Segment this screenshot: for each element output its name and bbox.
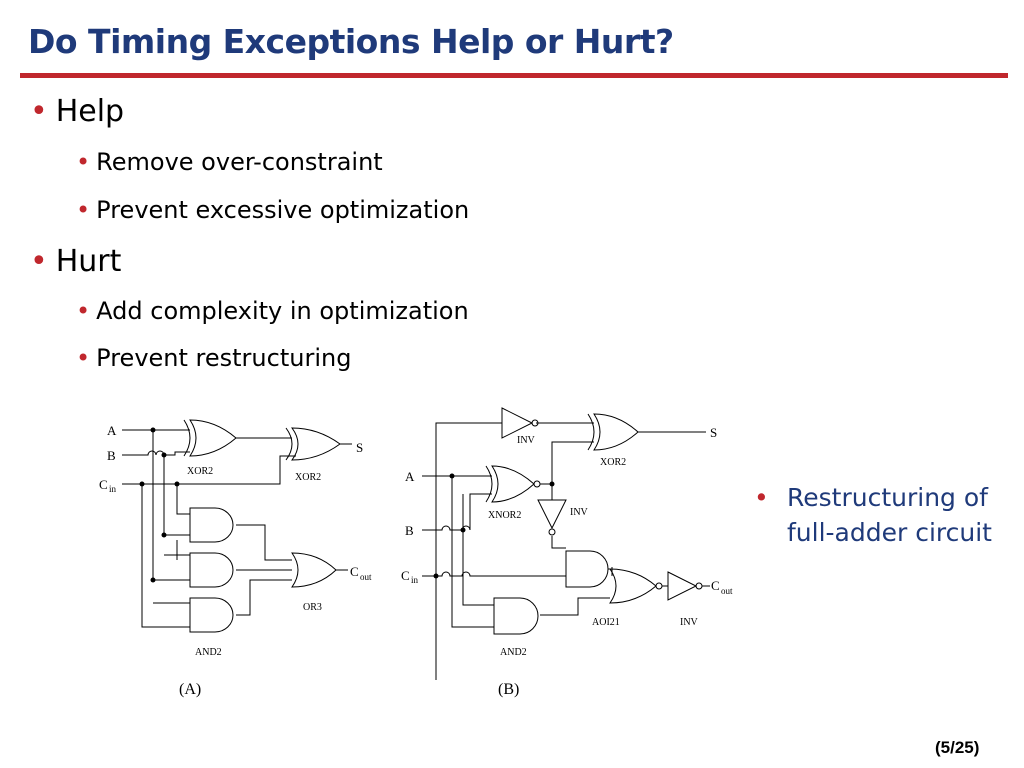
junction-dot [433,573,439,579]
xnor-gate [491,465,535,503]
xnor-bubble [533,480,541,488]
and-gate [565,550,609,588]
xor-gate [291,427,341,461]
junction-dot [449,473,455,479]
sub-bullet: •Prevent restructuring [76,344,351,372]
and-gate [189,552,234,588]
xor-gate-arc [183,419,191,457]
output-label-s: S [710,425,717,440]
bullet-dot: • [76,344,91,372]
input-label-c: C [401,568,410,583]
input-label-b: B [405,523,414,538]
wire [540,441,594,485]
sub-bullet: •Remove over-constraint [76,148,383,176]
bullet-hurt: •Hurt [30,244,121,279]
title-rule [20,73,1008,78]
output-label-s: S [356,440,363,455]
input-label-a: A [405,469,415,484]
diagram-a [122,419,352,633]
gate-label: INV [680,617,699,628]
caption-b: (B) [498,681,519,698]
junction-dot [161,452,167,458]
side-note-text: Restructuring of full-adder circuit [787,483,992,547]
bullet-help: •Help [30,94,124,129]
sub-bullet: •Prevent excessive optimization [76,196,469,224]
gate-label: AND2 [195,647,222,658]
slide-title: Do Timing Exceptions Help or Hurt? [28,22,674,61]
junction-dot [150,427,156,433]
inverter-gate [501,407,534,439]
wire [551,536,566,549]
bullet-dot: • [30,244,48,279]
bullet-dot: • [76,196,91,224]
and-gate [189,507,234,543]
bullet-dot: • [30,94,48,129]
sub-bullet: •Add complexity in optimization [76,297,469,325]
bullet-dot: • [76,148,91,176]
caption-a: (A) [179,681,201,698]
input-label-in: in [109,484,117,494]
junction-dot [150,577,156,583]
gate-label: AOI21 [592,617,620,628]
page-number: (5/25) [935,738,980,757]
junction-dot [460,527,466,533]
wire [141,484,190,628]
gate-label: AND2 [500,647,527,658]
wire [540,597,610,616]
wire [422,571,566,577]
aoi-bubble [655,582,663,590]
bullet-label: Hurt [55,244,122,279]
input-label-b: B [107,448,116,463]
junction-dot [549,481,555,487]
gate-label: XOR2 [295,472,321,483]
inverter-gate [667,571,698,601]
wire [451,476,494,628]
wire [122,450,190,456]
wire [422,493,492,531]
sub-bullet-label: Prevent restructuring [96,344,352,372]
gate-label: XNOR2 [488,510,521,521]
xor-gate-arc [587,413,595,451]
bullet-label: Help [55,94,125,129]
inverter-bubble [531,419,539,427]
inverter-bubble [695,582,703,590]
or-gate [291,552,337,588]
input-label-c: C [99,477,108,492]
sub-bullet-label: Remove over-constraint [96,148,383,176]
wire [176,484,190,515]
input-label-a: A [107,423,117,438]
bullet-dot: • [754,483,769,512]
and-gate [189,597,234,633]
xor-gate [189,419,237,457]
output-label-c: C [711,578,720,593]
sub-bullet-label: Prevent excessive optimization [96,196,470,224]
output-label-c: C [350,564,359,579]
inverter-gate [537,499,567,530]
junction-dot [161,532,167,538]
output-label-out: out [721,586,733,596]
wire [435,422,502,680]
xor-gate [593,413,639,451]
xnor-gate-arc [485,465,493,503]
junction-dot [139,481,145,487]
xor-gate-arc [285,427,293,461]
wire [236,524,292,561]
gate-label: XOR2 [187,466,213,477]
gate-label: XOR2 [600,457,626,468]
gate-label: OR3 [303,602,322,613]
inverter-bubble [548,528,556,536]
and-gate [493,597,539,635]
gate-label: INV [570,507,589,518]
gate-label: INV [517,435,536,446]
aoi-gate [609,568,657,604]
input-label-in: in [411,575,419,585]
junction-dot [174,481,180,487]
wire [236,579,292,616]
bullet-dot: • [76,297,91,325]
wire [142,455,296,485]
sub-bullet-label: Add complexity in optimization [96,297,469,325]
diagram-b [422,407,710,680]
output-label-out: out [360,572,372,582]
